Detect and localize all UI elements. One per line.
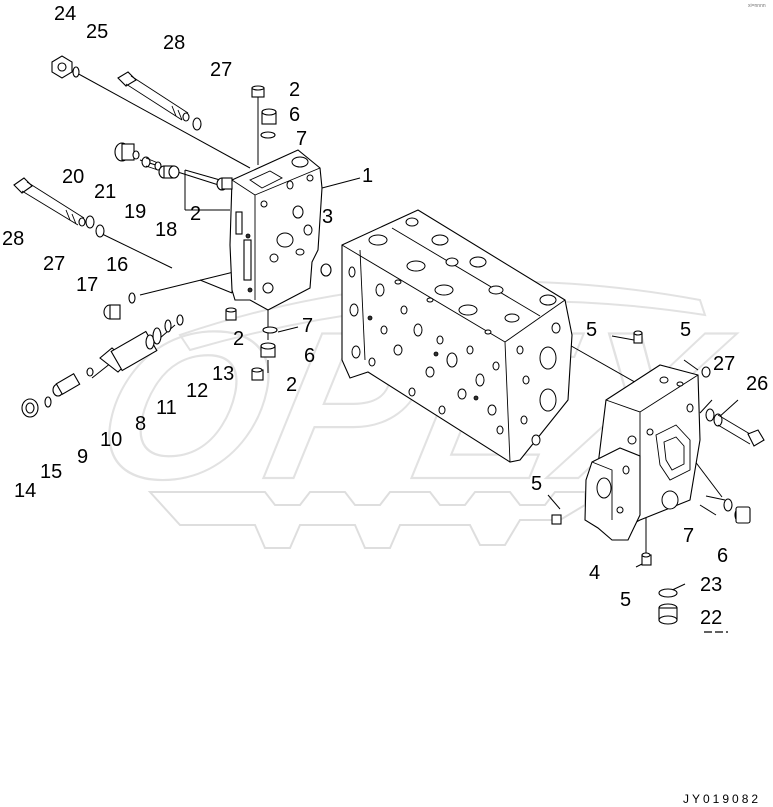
plug-17 (103, 304, 121, 320)
callout-14: 14 (14, 480, 36, 502)
bolt-26 (713, 413, 765, 447)
callout-25: 25 (86, 21, 108, 43)
oring-23 (658, 588, 678, 598)
callout-4: 4 (589, 562, 600, 584)
plug-6-right (734, 506, 751, 524)
callout-11: 11 (156, 397, 177, 419)
callout-12: 12 (186, 380, 208, 402)
callout-2: 2 (233, 328, 244, 350)
watermark-gear (147, 491, 586, 549)
plug-2-bottom (251, 367, 264, 381)
plug-20 (114, 142, 135, 162)
plug-2-side (216, 177, 233, 191)
bolt-28-upper (117, 71, 190, 122)
callout-labels: 24 25 28 27 2 6 7 1 20 21 19 18 2 3 28 2… (2, 3, 768, 633)
callout-8: 8 (135, 413, 146, 435)
plug-6-top (261, 108, 277, 125)
washer-27-upper (192, 117, 202, 131)
corner-mark: xi=nnnn (748, 3, 766, 9)
callout-27: 27 (713, 353, 735, 375)
callout-17: 17 (76, 274, 98, 296)
callout-13: 13 (212, 363, 234, 385)
plug-5-top (633, 330, 643, 344)
oring-16 (128, 292, 136, 304)
callout-20: 20 (62, 166, 84, 188)
main-body-side-ports (516, 322, 561, 446)
oring-15 (44, 396, 52, 408)
callout-28: 28 (163, 32, 185, 54)
callout-16: 16 (106, 254, 128, 276)
callout-5: 5 (531, 473, 542, 495)
end-section-1 (229, 149, 323, 311)
valve-8 (99, 330, 158, 373)
callout-15: 15 (40, 461, 62, 483)
callout-9: 9 (77, 446, 88, 468)
callout-7: 7 (302, 315, 313, 337)
callout-2: 2 (286, 374, 297, 396)
main-valve-body (341, 209, 573, 463)
callout-6: 6 (304, 345, 315, 367)
plug-22 (658, 603, 678, 625)
callout-26: 26 (746, 373, 768, 395)
plug-9 (52, 373, 81, 397)
plug-5-right (701, 366, 711, 378)
callout-10: 10 (100, 429, 122, 451)
oring-11 (152, 327, 162, 345)
callout-5: 5 (620, 589, 631, 611)
oring-10 (86, 367, 94, 377)
callout-24: 24 (54, 3, 76, 25)
callout-19: 19 (124, 201, 146, 223)
callout-7: 7 (683, 525, 694, 547)
callout-27: 27 (210, 59, 232, 81)
end-section-4 (584, 447, 641, 541)
main-body-front-ports (348, 266, 504, 435)
oring-7-right (723, 498, 733, 512)
callout-1: 1 (362, 165, 373, 187)
callout-7: 7 (296, 128, 307, 150)
callout-2: 2 (190, 203, 201, 225)
callout-2: 2 (289, 79, 300, 101)
plug-2-left (225, 307, 237, 321)
plug-5-left (551, 514, 562, 525)
callout-28: 28 (2, 228, 24, 250)
washer-27-right (705, 408, 715, 422)
callout-6: 6 (289, 104, 300, 126)
washer-25 (72, 66, 80, 78)
spool-18 (158, 165, 180, 179)
callout-5: 5 (586, 319, 597, 341)
plug-5-bottom (641, 552, 652, 566)
callout-5: 5 (680, 319, 691, 341)
callout-6: 6 (717, 545, 728, 567)
washers-27-lower (85, 215, 105, 238)
main-body-top-ports (368, 217, 557, 335)
oring-7-top (260, 131, 276, 139)
callout-21: 21 (94, 181, 116, 203)
nut-24 (51, 55, 73, 79)
spring-19 (141, 156, 162, 171)
oring-13 (176, 314, 184, 326)
callout-23: 23 (700, 574, 722, 596)
bolt-28-lower (13, 177, 86, 227)
oring-21 (132, 150, 140, 160)
oring-7-mid (262, 326, 278, 334)
plug-3 (320, 263, 332, 277)
plug-2-top (251, 85, 265, 98)
plug-14 (21, 398, 39, 418)
callout-22: 22 (700, 607, 722, 629)
callout-27: 27 (43, 253, 65, 275)
callout-3: 3 (322, 206, 333, 228)
oring-12 (164, 319, 172, 333)
callout-18: 18 (155, 219, 177, 241)
drawing-code: JY019082 (683, 792, 761, 806)
plug-6-mid (260, 342, 276, 358)
